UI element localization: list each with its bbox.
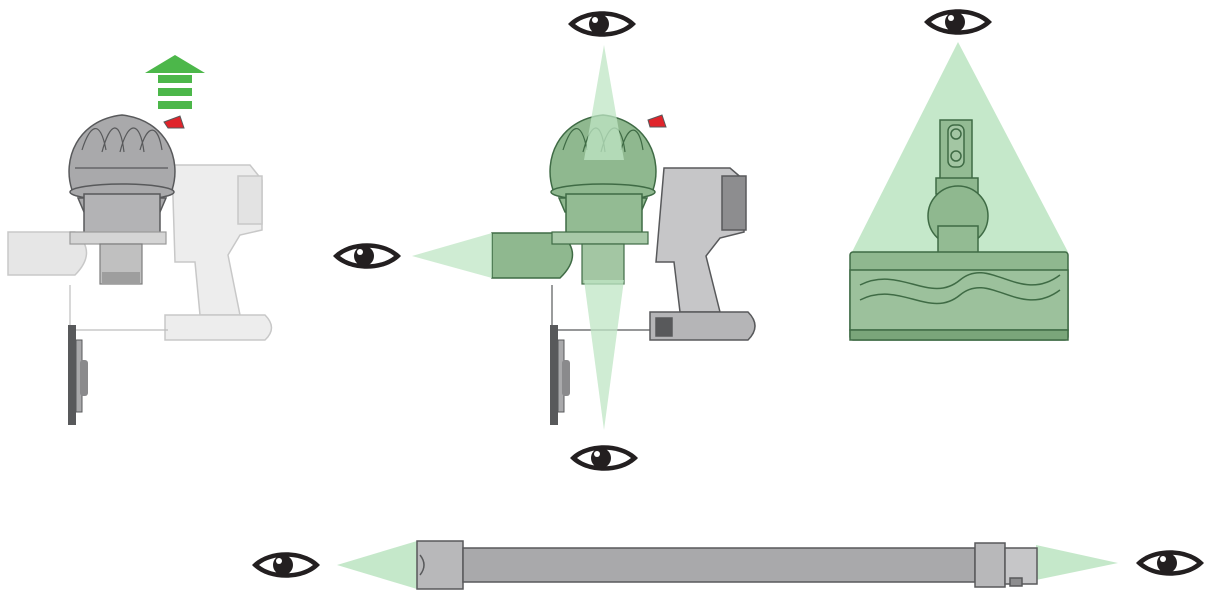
red-latch bbox=[647, 114, 667, 128]
faded-handle bbox=[164, 164, 273, 341]
red-latch bbox=[163, 115, 185, 129]
cone-bottom bbox=[584, 280, 624, 430]
inspection-cones bbox=[412, 45, 624, 430]
cone-wand-left bbox=[337, 541, 417, 589]
eye-icon bbox=[252, 552, 320, 578]
wand-tube bbox=[416, 540, 1038, 590]
inspect-head-figure bbox=[849, 9, 1069, 341]
cleaner-head bbox=[849, 119, 1069, 341]
inspect-wand-figure bbox=[252, 540, 1204, 590]
eye-icon bbox=[570, 445, 638, 471]
remove-bin-figure bbox=[7, 55, 273, 425]
handle-body bbox=[649, 167, 756, 341]
eye-icon bbox=[924, 9, 992, 35]
eye-icon bbox=[1136, 550, 1204, 576]
eye-icon bbox=[333, 243, 401, 269]
cyclone-green bbox=[549, 114, 667, 285]
up-arrow-icon bbox=[145, 55, 205, 109]
inspect-body-figure bbox=[333, 11, 756, 471]
eye-icon bbox=[568, 11, 636, 37]
cone-wand-right bbox=[1036, 545, 1118, 580]
bin-door bbox=[69, 285, 168, 331]
bin-flap bbox=[68, 325, 88, 425]
cone-left bbox=[412, 233, 492, 278]
cone-top bbox=[584, 45, 624, 160]
cyclone-assembly bbox=[68, 114, 185, 285]
